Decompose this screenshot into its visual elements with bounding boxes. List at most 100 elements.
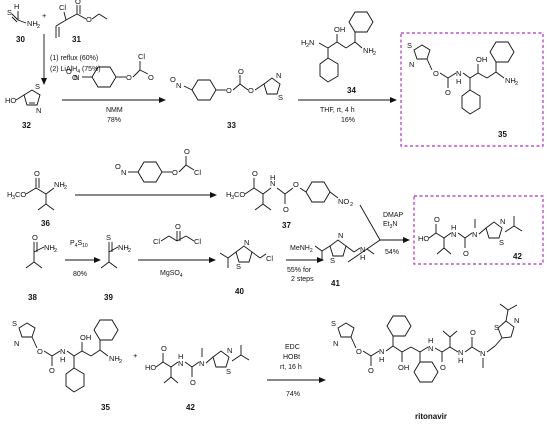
svg-text:2 steps: 2 steps <box>291 276 314 283</box>
svg-text:2: 2 <box>306 43 309 49</box>
svg-text:78%: 78% <box>107 117 121 124</box>
svg-text:Et3N: Et3N <box>383 221 397 230</box>
svg-text:N: N <box>379 347 384 356</box>
compound-41: N S N H 41 <box>314 231 375 288</box>
label-42-coupling: 42 <box>186 403 195 412</box>
svg-text:N: N <box>178 359 183 368</box>
svg-text:HO: HO <box>418 234 429 243</box>
svg-text:rt, 16 h: rt, 16 h <box>280 364 302 371</box>
svg-text:55% for: 55% for <box>287 267 312 274</box>
svg-text:H: H <box>451 223 456 232</box>
svg-text:H: H <box>458 356 463 365</box>
svg-text:N: N <box>480 349 485 358</box>
svg-text:O: O <box>126 73 132 82</box>
svg-text:O: O <box>293 180 299 189</box>
label-39: 39 <box>104 293 113 302</box>
svg-text:N: N <box>276 71 281 80</box>
svg-text:NH: NH <box>363 46 374 55</box>
svg-text:O: O <box>440 363 446 372</box>
svg-text:P4S10: P4S10 <box>70 240 88 249</box>
svg-text:80%: 80% <box>73 271 87 278</box>
svg-text:NH: NH <box>44 243 55 252</box>
svg-text:O: O <box>161 344 167 353</box>
svg-text:O: O <box>434 215 440 224</box>
svg-text:N: N <box>244 238 249 247</box>
svg-text:O: O <box>226 86 232 95</box>
svg-text:Cl: Cl <box>266 254 273 263</box>
svg-text:N: N <box>360 245 365 254</box>
compound-42: HO O N H O N S N 42 <box>418 215 522 261</box>
svg-text:H: H <box>60 355 65 364</box>
svg-text:Cl: Cl <box>59 3 66 12</box>
svg-text:O: O <box>34 169 40 178</box>
svg-text:3: 3 <box>12 195 15 201</box>
svg-text:O: O <box>283 205 289 214</box>
svg-text:H: H <box>301 38 306 47</box>
svg-text:O: O <box>75 0 81 6</box>
svg-text:O: O <box>66 67 72 76</box>
svg-text:O: O <box>433 69 439 78</box>
compound-35-coupling: S N O O N H OH NH 2 35 <box>12 319 122 412</box>
label-34: 34 <box>347 86 356 95</box>
svg-text:Cl: Cl <box>138 52 145 61</box>
label-40: 40 <box>235 287 244 296</box>
svg-text:S: S <box>407 41 412 50</box>
svg-text:2: 2 <box>350 202 353 208</box>
svg-text:H: H <box>360 253 365 262</box>
svg-text:O: O <box>72 73 78 82</box>
reagent-dichloroacetone: Cl O Cl <box>153 222 201 246</box>
svg-text:N: N <box>409 60 414 69</box>
svg-text:MeNH2: MeNH2 <box>290 245 313 254</box>
label-31: 31 <box>72 35 81 44</box>
svg-text:NH: NH <box>27 19 38 28</box>
svg-text:S: S <box>331 319 336 328</box>
label-30: 30 <box>16 35 25 44</box>
label-35-coupling: 35 <box>101 403 110 412</box>
svg-text:N: N <box>472 230 477 239</box>
svg-text:O: O <box>37 347 43 356</box>
svg-text:CO: CO <box>234 190 245 199</box>
svg-text:(1) reflux (60%): (1) reflux (60%) <box>50 55 98 62</box>
svg-text:NMM: NMM <box>106 107 123 114</box>
svg-text:H: H <box>226 190 231 199</box>
svg-text:O: O <box>172 168 178 177</box>
compound-33: O N O O O S N 33 <box>170 67 283 130</box>
converging-arrow-step5 <box>347 204 410 263</box>
svg-text:2: 2 <box>37 24 40 30</box>
svg-text:Cl: Cl <box>194 168 201 177</box>
svg-text:S: S <box>7 8 12 17</box>
svg-text:N: N <box>338 231 343 240</box>
svg-text:N: N <box>60 347 65 356</box>
compound-37: H 3 CO O N H O O NO 2 37 <box>226 169 353 230</box>
svg-text:H: H <box>428 336 433 345</box>
label-41: 41 <box>331 279 340 288</box>
compound-42-coupling: HO O N H O N S N 42 <box>145 344 250 412</box>
svg-text:2: 2 <box>54 248 57 254</box>
svg-text:N: N <box>74 73 79 82</box>
svg-text:S: S <box>278 93 283 102</box>
compound-38: O NH 2 38 <box>25 233 57 302</box>
reagent-nitrophenyl-chloroformate-2: O N O O Cl <box>115 147 201 183</box>
svg-text:N: N <box>333 339 338 348</box>
svg-text:N: N <box>14 339 19 348</box>
svg-text:O: O <box>49 366 55 375</box>
svg-text:OH: OH <box>476 55 487 64</box>
highlight-box-42 <box>413 195 544 265</box>
svg-text:N: N <box>428 344 433 353</box>
svg-text:NH: NH <box>54 180 65 189</box>
ritonavir-structure: S N O O N H OH N H O N H O <box>331 303 519 421</box>
svg-text:NH: NH <box>505 76 516 85</box>
compound-40: N S Cl 40 <box>219 238 273 296</box>
svg-text:54%: 54% <box>385 249 399 256</box>
svg-text:O: O <box>252 169 258 178</box>
svg-text:16%: 16% <box>341 117 355 124</box>
compound-31: Cl O O 31 <box>55 0 108 44</box>
svg-text:N: N <box>514 316 519 325</box>
svg-text:H: H <box>178 352 183 361</box>
svg-text:3: 3 <box>231 195 234 201</box>
svg-text:2: 2 <box>119 359 122 365</box>
svg-text:Cl: Cl <box>194 237 201 246</box>
compound-35: S N O O N H OH NH 2 35 <box>407 41 518 139</box>
svg-text:O: O <box>445 88 451 97</box>
compound-39: S NH 2 39 <box>100 233 131 302</box>
